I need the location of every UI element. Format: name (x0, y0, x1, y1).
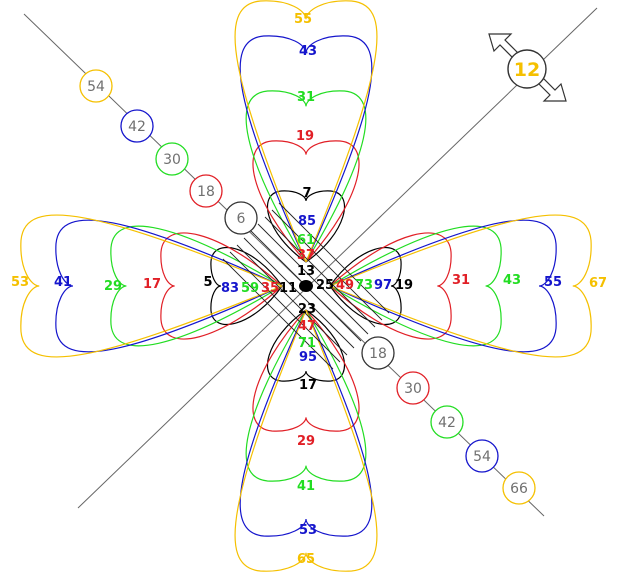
bead (155, 142, 189, 176)
label-outer-north-31: 31 (297, 90, 315, 105)
bead-label: 18 (197, 184, 215, 200)
label-outer-south-29: 29 (297, 434, 315, 449)
label-outer-north-55: 55 (294, 12, 312, 27)
label-outer-east-31: 31 (452, 273, 470, 288)
center-hatch-line (271, 209, 383, 321)
heart-curve (245, 90, 367, 263)
label-north-85: 85 (298, 214, 316, 229)
heart-curve (160, 232, 283, 340)
bead-label: 54 (87, 79, 105, 95)
bead-label: 66 (510, 481, 528, 497)
label-south-71: 71 (298, 336, 316, 351)
label-outer-west-41: 41 (54, 275, 72, 290)
label-outer-south-41: 41 (297, 479, 315, 494)
label-outer-west-17: 17 (143, 277, 161, 292)
bead-label: 42 (128, 119, 146, 135)
heart-curve (55, 219, 283, 353)
heart-curve (266, 190, 346, 263)
resize-control[interactable]: 12 (488, 33, 567, 102)
bead-label: 54 (473, 449, 491, 465)
label-north-13: 13 (297, 264, 315, 279)
bead (430, 405, 464, 439)
heart-curve (20, 214, 283, 358)
label-outer-north-43: 43 (299, 44, 317, 59)
heart-curve (329, 246, 402, 326)
heart-curve (266, 309, 346, 382)
bead (224, 201, 258, 235)
label-outer-east-55: 55 (544, 275, 562, 290)
label-outer-south-53: 53 (299, 523, 317, 538)
bead (120, 109, 154, 143)
center-hatch-line (236, 244, 348, 356)
bead (189, 174, 223, 208)
center-hatch-line (229, 251, 341, 363)
bead (465, 439, 499, 473)
label-east-25: 25 (316, 278, 334, 293)
label-outer-west-29: 29 (104, 279, 122, 294)
label-outer-east-43: 43 (503, 273, 521, 288)
heart-curve (239, 35, 373, 263)
resize-value-badge (507, 49, 547, 89)
center-hatch-line (278, 202, 390, 314)
label-north-37: 37 (297, 248, 315, 263)
heart-curve (329, 214, 592, 358)
bead (502, 471, 536, 505)
label-outer-east-67: 67 (589, 276, 607, 291)
label-west-83: 83 (221, 281, 239, 296)
bead (361, 336, 395, 370)
label-east-97: 97 (374, 278, 392, 293)
heart-curve (110, 225, 283, 347)
bead-label: 42 (438, 415, 456, 431)
label-south-47: 47 (298, 319, 316, 334)
center-hatch-line (257, 223, 369, 335)
label-east-49: 49 (336, 278, 354, 293)
heart-curve (329, 225, 502, 347)
heart-curve (234, 309, 378, 572)
heart-curve (329, 219, 557, 353)
diagonal-line-ne (77, 7, 598, 509)
bead-chain-lower-right: 18 30 42 54 66 (361, 336, 536, 505)
resize-value: 12 (514, 59, 540, 81)
label-west-35: 35 (261, 281, 279, 296)
center-hatch-line (222, 258, 334, 370)
label-north-7: 7 (302, 186, 311, 201)
center-hatch-line (243, 237, 355, 349)
label-east-19: 19 (395, 278, 413, 293)
label-outer-south-65: 65 (297, 552, 315, 567)
label-outer-north-19: 19 (296, 129, 314, 144)
label-south-17: 17 (299, 378, 317, 393)
heart-curve (239, 309, 373, 537)
center-hatch-line (264, 216, 376, 328)
bead-label: 30 (163, 152, 181, 168)
label-south-95: 95 (299, 350, 317, 365)
bead-label: 30 (404, 381, 422, 397)
bead-label: 18 (369, 346, 387, 362)
label-north-61: 61 (297, 233, 315, 248)
heart-curve (252, 140, 360, 263)
heart-curve (245, 309, 367, 482)
heart-curve (234, 0, 378, 263)
label-east-73: 73 (355, 278, 373, 293)
heart-curve (210, 246, 283, 326)
label-west-5: 5 (203, 275, 212, 290)
bead (79, 69, 113, 103)
label-outer-west-53: 53 (11, 275, 29, 290)
bead-chain-upper-left: 54 42 30 18 6 (79, 69, 258, 235)
label-west-59: 59 (241, 281, 259, 296)
label-south-23: 23 (298, 302, 316, 317)
label-west-11: 11 (279, 281, 297, 296)
center-dot (299, 280, 313, 292)
bead (396, 371, 430, 405)
bead-label: 6 (237, 211, 246, 227)
